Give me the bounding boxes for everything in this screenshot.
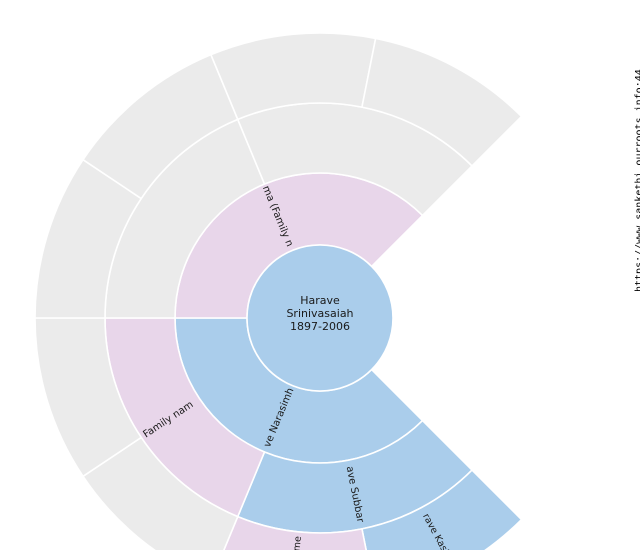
center-person-dates: 1897-2006 [290, 320, 350, 333]
segments-layer [34, 32, 523, 550]
center-person-name-line-1: Harave [300, 294, 340, 307]
watermark-url: https://www.sankethi.ourroots.info:44 [634, 69, 640, 292]
fan-segment-g3-mmm[interactable] [361, 37, 523, 167]
center-person-name-line-2: Srinivasaiah [286, 307, 353, 320]
fan-segment-g3-fff[interactable] [361, 469, 523, 550]
center-person-group: Harave Srinivasaiah 1897-2006 [246, 244, 394, 392]
center-person-disc[interactable] [246, 244, 394, 392]
